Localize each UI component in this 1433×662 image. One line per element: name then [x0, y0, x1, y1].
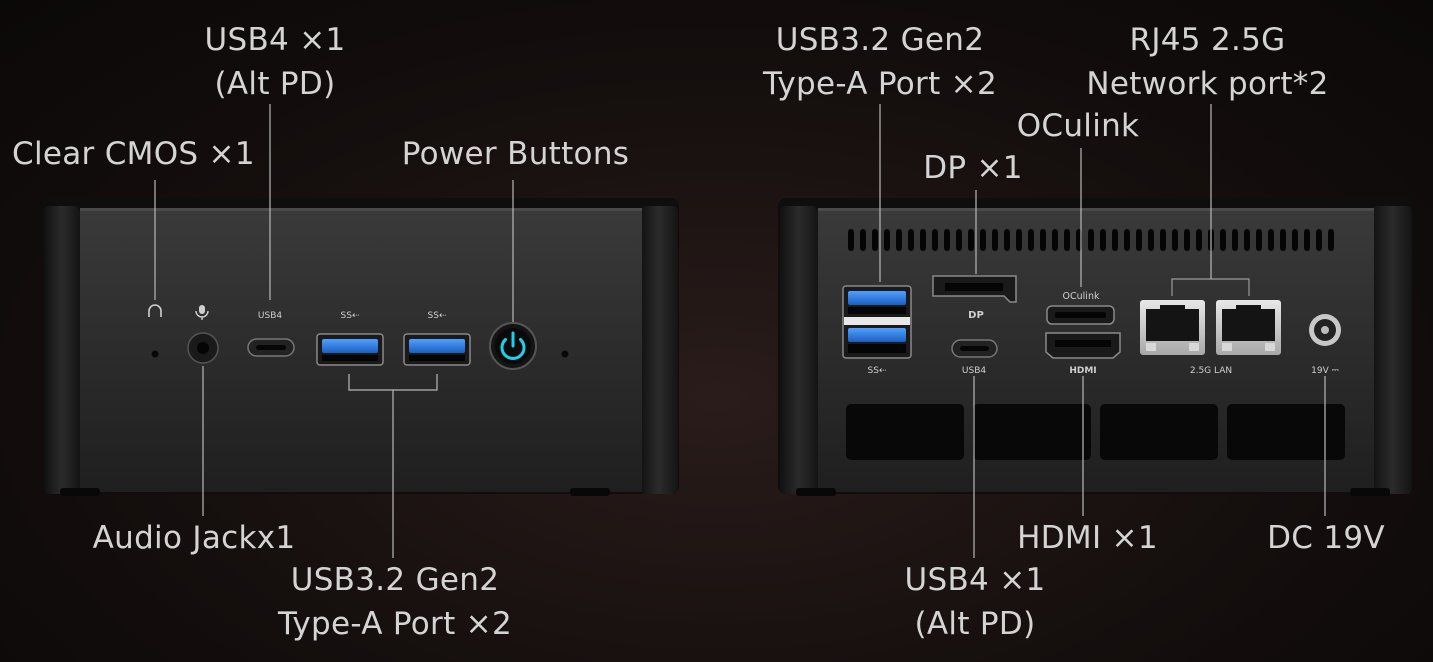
front-usb4-print: USB4: [258, 311, 282, 321]
front-usb-a-port-2: [403, 333, 471, 366]
power-buttons-label: Power Buttons: [401, 136, 630, 172]
rj45-port-2: [1216, 300, 1281, 355]
usb4-rear-label: USB4 ×1 (Alt PD): [904, 562, 1046, 642]
front-ss-logo-2: SS⇠: [428, 311, 447, 321]
clear-cmos-label: Clear CMOS ×1: [12, 136, 255, 172]
usb32-rear-label: USB3.2 Gen2 Type-A Port ×2: [763, 22, 997, 102]
oculink-label: OCulink: [1016, 108, 1140, 144]
rear-callout-lines: [879, 104, 1326, 558]
power-button[interactable]: [489, 322, 537, 370]
rear-lan-print: 2.5G LAN: [1190, 366, 1232, 376]
audio-jack-label: Audio Jackx1: [92, 520, 296, 556]
dc-label: DC 19V: [1267, 520, 1385, 556]
usb32-front-label: USB3.2 Gen2 Type-A Port ×2: [278, 562, 512, 642]
bottom-vent-grilles: [846, 404, 1345, 460]
rear-dc-print: 19V ⎓: [1311, 366, 1339, 376]
rj45-label: RJ45 2.5G Network port*2: [1086, 22, 1329, 102]
power-icon: [500, 338, 526, 361]
dc-jack: [1309, 314, 1341, 346]
hdmi-label: HDMI ×1: [1017, 520, 1158, 556]
top-vent: [848, 229, 1334, 251]
rear-device: SS⇠ DP USB4 OCulink HDMI: [778, 198, 1413, 496]
front-usb-a-port-1: [316, 333, 384, 366]
front-ss-logo-1: SS⇠: [341, 311, 360, 321]
rear-dp-port: [932, 275, 1017, 303]
usb4-front-label: USB4 ×1 (Alt PD): [204, 22, 346, 102]
front-device: USB4 SS⇠ SS⇠: [42, 198, 679, 496]
mic-icon: [195, 305, 209, 320]
rear-hdmi-print: HDMI: [1069, 366, 1096, 376]
rear-usb4-print: USB4: [962, 366, 986, 376]
headphone-icon: [148, 304, 162, 317]
rear-hdmi-port: [1045, 332, 1121, 359]
rj45-port-1: [1140, 300, 1205, 355]
rear-oculink-port: [1046, 305, 1115, 325]
rear-usb-a-stack: [842, 285, 912, 359]
clear-cmos-hole: [151, 350, 159, 358]
rear-dp-print: DP: [968, 310, 984, 321]
rear-ss-logo: SS⇠: [868, 366, 887, 376]
audio-jack: [187, 332, 219, 364]
dp-label: DP ×1: [923, 150, 1023, 186]
front-callout-lines: [154, 104, 514, 558]
rear-oculink-print: OCulink: [1063, 291, 1100, 302]
